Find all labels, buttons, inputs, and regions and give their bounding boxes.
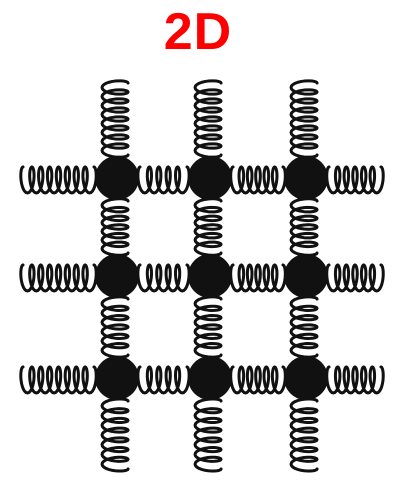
vertical-spring-20 (291, 81, 317, 157)
vertical-spring-19 (195, 399, 221, 471)
horizontal-spring-7 (327, 265, 384, 291)
mass-node-r3-c1 (95, 356, 139, 400)
vertical-spring-23 (291, 399, 317, 471)
mass-node-r2-c2 (188, 254, 232, 298)
horizontal-spring-8 (21, 367, 96, 393)
mass-node-r1-c1 (95, 156, 139, 200)
horizontal-spring-1 (138, 167, 189, 193)
horizontal-spring-2 (231, 167, 286, 193)
horizontal-spring-0 (21, 167, 96, 193)
horizontal-spring-10 (231, 367, 286, 393)
vertical-spring-15 (102, 399, 128, 471)
vertical-spring-14 (102, 297, 128, 357)
vertical-spring-22 (291, 297, 317, 357)
vertical-spring-12 (102, 81, 128, 157)
horizontal-spring-4 (21, 265, 96, 291)
vertical-spring-18 (195, 297, 221, 357)
vertical-spring-21 (291, 199, 317, 256)
vertical-spring-16 (195, 81, 221, 157)
mass-node-r1-c3 (284, 156, 328, 200)
horizontal-spring-11 (327, 367, 384, 393)
mass-node-r3-c3 (284, 356, 328, 400)
horizontal-spring-3 (327, 167, 384, 193)
vertical-spring-17 (195, 199, 221, 256)
mass-node-r2-c3 (284, 254, 328, 298)
horizontal-spring-9 (138, 367, 189, 393)
mass-layer (95, 156, 328, 400)
mass-node-r2-c1 (95, 254, 139, 298)
mass-node-r3-c2 (188, 356, 232, 400)
horizontal-spring-6 (231, 265, 286, 291)
vertical-spring-13 (102, 199, 128, 256)
mass-node-r1-c2 (188, 156, 232, 200)
horizontal-spring-5 (138, 265, 189, 291)
